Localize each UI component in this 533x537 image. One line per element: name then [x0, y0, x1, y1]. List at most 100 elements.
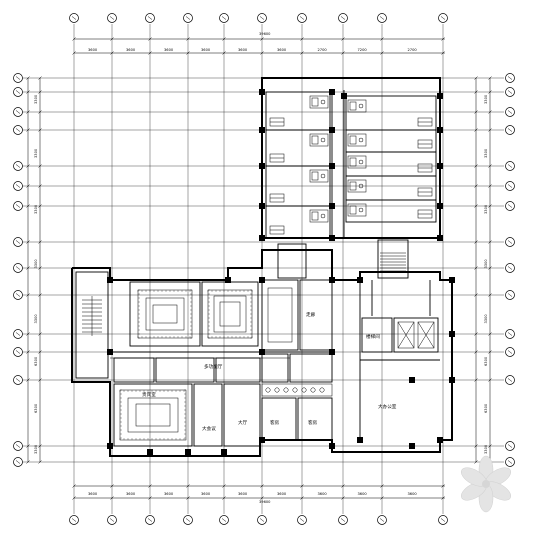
- dimension-tick: [300, 37, 304, 41]
- axis-bubble: [219, 515, 229, 525]
- dimension-text: 3600: [164, 492, 174, 496]
- toilet: [320, 213, 326, 219]
- dimension-tick: [38, 164, 42, 168]
- dimension-tick: [38, 444, 42, 448]
- structural-column: [259, 349, 265, 355]
- dimension-tick: [488, 76, 492, 80]
- bathtub: [311, 97, 319, 107]
- dimension-tick: [72, 37, 76, 41]
- dimension-tick: [488, 444, 492, 448]
- dimension-tick: [380, 37, 384, 41]
- dimension-tick: [488, 240, 492, 244]
- dimension-tick: [474, 204, 478, 208]
- dimension-text: 3300: [34, 444, 38, 454]
- dimension-tick: [148, 51, 152, 55]
- toilet: [320, 173, 326, 179]
- structural-column: [259, 127, 265, 133]
- structural-column: [107, 277, 113, 283]
- structural-column: [409, 377, 415, 383]
- bathtub: [349, 135, 357, 145]
- axis-bubbles: [13, 13, 515, 525]
- dimension-tick: [26, 293, 30, 297]
- bathroom: [309, 169, 329, 183]
- axis-bubble: [505, 125, 515, 135]
- dimension-tick: [341, 51, 345, 55]
- axis-bubble: [13, 107, 23, 117]
- dimension-tick: [72, 496, 76, 500]
- structural-column: [437, 203, 443, 209]
- axis-bubble: [297, 13, 307, 23]
- structural-column: [329, 127, 335, 133]
- dimension-tick: [38, 266, 42, 270]
- dimension-tick: [474, 128, 478, 132]
- dimension-text: 3300: [484, 204, 488, 214]
- dimension-tick: [26, 240, 30, 244]
- room-label-foyer: 多功能厅: [204, 363, 223, 370]
- axis-bubble: [69, 13, 79, 23]
- logo-watermark: [461, 455, 511, 513]
- structural-column: [449, 377, 455, 383]
- structural-column: [357, 277, 363, 283]
- guest-room: [345, 95, 437, 131]
- guest-room: [345, 199, 437, 223]
- dimension-tick: [38, 76, 42, 80]
- dimension-tick: [222, 51, 226, 55]
- dimension-tick: [474, 350, 478, 354]
- bathroom: [347, 133, 367, 147]
- dimension-tick: [488, 90, 492, 94]
- dimension-tick: [222, 37, 226, 41]
- guest-room: [265, 91, 331, 131]
- axis-bubble: [338, 13, 348, 23]
- bathroom: [309, 95, 329, 109]
- dimension-tick: [474, 332, 478, 336]
- axis-bubble: [183, 515, 193, 525]
- structural-column: [437, 437, 443, 443]
- dimension-tick: [38, 378, 42, 382]
- structural-column: [329, 349, 335, 355]
- dimension-text: 3600: [277, 492, 287, 496]
- room-label-room-1: 大会议: [202, 425, 216, 432]
- dimension-tick: [110, 484, 114, 488]
- axis-bubble: [505, 329, 515, 339]
- axis-bubble: [13, 375, 23, 385]
- dimension-tick: [488, 378, 492, 382]
- dimension-tick: [38, 90, 42, 94]
- axis-bubble: [257, 13, 267, 23]
- dimension-text: 3600: [358, 492, 368, 496]
- dimension-tick: [441, 37, 445, 41]
- axis-bubble: [13, 347, 23, 357]
- dimension-tick: [441, 51, 445, 55]
- dimension-text: 3600: [318, 492, 328, 496]
- axis-bubble: [219, 13, 229, 23]
- dimension-tick: [488, 293, 492, 297]
- dimension-tick: [26, 128, 30, 132]
- dimension-tick: [26, 184, 30, 188]
- dimension-text: 7200: [358, 48, 368, 52]
- structural-column: [437, 127, 443, 133]
- dimension-tick: [488, 350, 492, 354]
- dimension-tick: [26, 444, 30, 448]
- axis-bubble: [107, 13, 117, 23]
- axis-bubble: [13, 237, 23, 247]
- dimension-text: 3300: [484, 94, 488, 104]
- dimension-tick: [38, 204, 42, 208]
- dimension-tick: [186, 51, 190, 55]
- dimension-tick: [110, 496, 114, 500]
- dimension-tick: [222, 496, 226, 500]
- dimension-tick: [38, 293, 42, 297]
- structural-column: [437, 235, 443, 241]
- lower-block: 走廊 多功能厅 贵宾室 大会议 大厅 客房 客房 楼梯间: [71, 249, 455, 457]
- axis-bubble: [183, 13, 193, 23]
- dimension-tick: [474, 76, 478, 80]
- axis-bubble: [505, 161, 515, 171]
- toilet: [320, 137, 326, 143]
- bathroom: [347, 99, 367, 113]
- axis-bubble: [13, 181, 23, 191]
- room-label-room-2: 大厅: [238, 419, 248, 426]
- dimension-text: 3600: [164, 48, 174, 52]
- axis-bubble: [69, 515, 79, 525]
- room-label-corridor: 走廊: [306, 311, 316, 318]
- dimension-tick: [488, 332, 492, 336]
